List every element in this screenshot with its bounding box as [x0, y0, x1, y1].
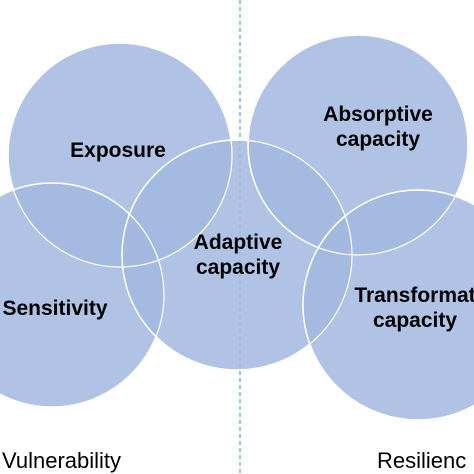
adaptive-capacity-label: Adaptive capacity — [168, 230, 308, 280]
sensitivity-label-line-1: Sensitivity — [2, 297, 108, 320]
sensitivity-label: Sensitivity — [0, 296, 120, 321]
exposure-label: Exposure — [48, 138, 188, 163]
transformative-circle-outline — [302, 189, 474, 421]
absorptive-capacity-label-line-2: capacity — [335, 128, 421, 151]
circle-group — [0, 34, 474, 421]
absorptive-circle-outline — [247, 34, 469, 256]
absorptive-capacity-label-line-1: Absorptive — [323, 103, 433, 126]
exposure-label-line-1: Exposure — [70, 139, 166, 162]
transformative-capacity-label-line-2: capacity — [372, 309, 458, 332]
absorptive-capacity-label: Absorptive capacity — [308, 102, 448, 152]
adaptive-capacity-label-line-2: capacity — [195, 256, 281, 279]
exposure-circle-outline — [7, 42, 233, 268]
sensitivity-circle-outline — [0, 182, 165, 408]
transformative-capacity-label-line-1: Transformat — [354, 284, 474, 307]
transformative-capacity-label: Transformat capacity — [340, 283, 474, 333]
resilience-group-label: Resilienc — [377, 448, 467, 473]
adaptive-capacity-label-line-1: Adaptive — [193, 231, 283, 254]
vulnerability-group-label: Vulnerability — [2, 448, 122, 473]
